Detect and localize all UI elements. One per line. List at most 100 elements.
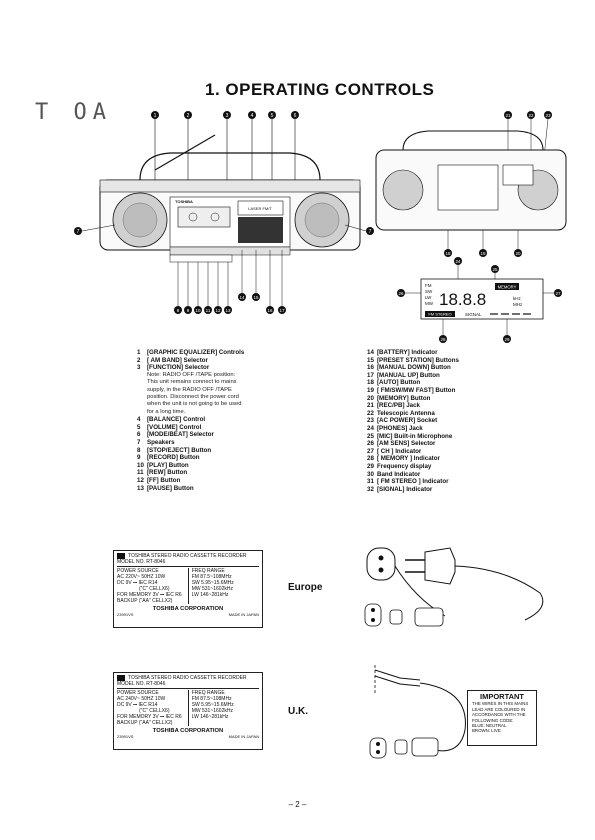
legend-number: 5 bbox=[137, 423, 141, 431]
legend-item: 28[ MEMORY ] Indicator bbox=[367, 455, 567, 463]
callout-number: 8 bbox=[177, 308, 180, 313]
legend-label: [MIC] Built-in Microphone bbox=[377, 432, 453, 440]
plate-ac: AC 220V~ 50HZ 10W bbox=[117, 574, 166, 580]
legend-number: 30 bbox=[367, 470, 374, 478]
legend-item: 5 [VOLUME] Control bbox=[137, 424, 352, 432]
legend-item: 19[ FM/SW/MW FAST] Button bbox=[367, 387, 567, 395]
important-line: BROWN: LIVE bbox=[472, 728, 501, 734]
legend-item: 27[ CH ] Indicator bbox=[367, 448, 567, 456]
legend-label: [ MEMORY ] Indicator bbox=[377, 455, 440, 463]
legend-label: [MODE/BEAT] Selector bbox=[147, 431, 214, 439]
plate-sw: SW 5.95~15.6MHz bbox=[191, 580, 234, 586]
plate-dc: DC 9V ⎓ IEC R14 bbox=[117, 702, 158, 708]
callout-number: SW bbox=[425, 289, 433, 294]
plate-dc2: ("C" CELLX6) bbox=[139, 708, 170, 714]
legend-item: 2[ AM BAND] Selector bbox=[137, 357, 352, 365]
legend-number: 9 bbox=[137, 454, 141, 462]
legend-number: 8 bbox=[137, 446, 141, 454]
plate-memory: FOR MEMORY 3V ⎓ IEC R6 bbox=[117, 714, 182, 720]
callout-number: FM bbox=[425, 283, 432, 288]
legend-item: 26[AM SENS] Selector bbox=[367, 440, 567, 448]
legend-label: [PLAY] Button bbox=[147, 461, 189, 469]
legend-item: 13[PAUSE] Button bbox=[137, 485, 352, 493]
callout-number: 12 bbox=[215, 308, 221, 313]
callout-number: 7 bbox=[369, 229, 372, 235]
callout-number: 6 bbox=[294, 113, 297, 119]
callout-number: 17 bbox=[279, 308, 285, 313]
callout-number: 22 bbox=[528, 113, 534, 118]
callout-number: 1 bbox=[154, 113, 157, 119]
plate-model: MODEL NO. RT-8046 bbox=[117, 681, 166, 687]
lcd-display-diagram: 24 25 26 27 28 29 FM SW LW MW 18.8.8 MEM… bbox=[397, 257, 562, 343]
legend-label: [AUTO] Button bbox=[377, 379, 421, 387]
legend-number: 28 bbox=[367, 455, 374, 463]
plate-made: MADE IN JAPAN bbox=[228, 734, 259, 739]
legend-number: 11 bbox=[137, 469, 144, 477]
legend-label: [STOP/EJECT] Button bbox=[147, 446, 212, 454]
callout-number: 11 bbox=[206, 308, 211, 313]
plate-backup: BACKUP ("AA" CELLX2) bbox=[117, 720, 173, 726]
back-view-diagram: 21 22 23 18 19 20 bbox=[375, 111, 567, 257]
callout-number: 9 bbox=[187, 308, 190, 313]
important-line: BLUE: NEUTRAL bbox=[472, 723, 507, 729]
legend-item: 24[PHONES] Jack bbox=[367, 425, 567, 433]
europe-plug-diagram bbox=[364, 547, 544, 627]
legend-item: 17[MANUAL UP] Button bbox=[367, 372, 567, 380]
plate-maker: TOSHIBA CORPORATION bbox=[152, 606, 224, 612]
legend-number: 25 bbox=[367, 432, 374, 440]
legend-item: 25[MIC] Built-in Microphone bbox=[367, 433, 567, 441]
legend-label: [GRAPHIC EQUALIZER] Controls bbox=[147, 349, 245, 356]
plate-freq-range: FREQ RANGE bbox=[191, 568, 225, 574]
plate-dc: DC 9V ⎓ IEC R14 bbox=[117, 580, 158, 586]
legend-label: [PHONES] Jack bbox=[377, 424, 423, 432]
legend-item: 3[FUNCTION] Selector bbox=[137, 364, 352, 372]
callout-number: 14 bbox=[239, 295, 245, 300]
handwritten-stamp: T OA bbox=[35, 100, 112, 125]
legend-label: [MANUAL DOWN] Button bbox=[377, 364, 451, 372]
plate-power-source: POWER SOURCE bbox=[117, 690, 159, 696]
legend-label: [REC/PB] Jack bbox=[377, 402, 420, 410]
legend-item: 10[PLAY] Button bbox=[137, 462, 352, 470]
legend-number: 3 bbox=[137, 364, 141, 372]
legend-item: 11[REW] Button bbox=[137, 469, 352, 477]
legend-number: 1 bbox=[137, 349, 141, 356]
legend-label: [VOLUME] Control bbox=[147, 423, 202, 431]
legend-number: 6 bbox=[137, 431, 141, 439]
region-label-europe: Europe bbox=[288, 582, 323, 593]
legend-item: 23[AC POWER] Socket bbox=[367, 417, 567, 425]
callout-number: 24 bbox=[455, 259, 461, 264]
callout-number: SIGNAL bbox=[465, 312, 482, 317]
legend-number: 29 bbox=[367, 462, 374, 470]
legend-number: 16 bbox=[367, 364, 374, 372]
legend-number: 20 bbox=[367, 394, 374, 402]
legend-label: [ FM STEREO ] Indicator bbox=[377, 478, 449, 486]
legend-item: 1 [GRAPHIC EQUALIZER] Controls bbox=[137, 349, 352, 357]
legend-number: 23 bbox=[367, 417, 374, 425]
legend-label: Frequency display bbox=[377, 462, 432, 470]
legend-label: [ AM BAND] Selector bbox=[147, 356, 208, 364]
plate-maker: TOSHIBA CORPORATION bbox=[152, 728, 224, 734]
callout-number: 18 bbox=[445, 251, 451, 256]
legend-number: 12 bbox=[137, 476, 144, 484]
callout-number: kHz bbox=[513, 296, 521, 301]
legend-item: 12[FF] Button bbox=[137, 477, 352, 485]
callout-number: 15 bbox=[253, 295, 259, 300]
legend-label: [BALANCE] Control bbox=[147, 416, 206, 424]
logo-icon bbox=[117, 675, 125, 681]
plate-header: TOSHIBA STEREO RADIO CASSETTE RECORDER bbox=[128, 553, 247, 559]
page-title: 1. OPERATING CONTROLS bbox=[205, 80, 435, 99]
plate-dc2: ("C" CELLX6) bbox=[139, 586, 170, 592]
rating-plate-uk: TOSHIBA STEREO RADIO CASSETTE RECORDER M… bbox=[113, 672, 263, 750]
callout-number: 10 bbox=[195, 308, 201, 313]
legend-label: [BATTERY] Indicator bbox=[377, 349, 438, 356]
callout-number: 13 bbox=[225, 308, 231, 313]
plate-memory: FOR MEMORY 3V ⎓ IEC R6 bbox=[117, 592, 182, 598]
callout-number: MW bbox=[425, 301, 434, 306]
legend-note-line: supply, in the RADIO OFF /TAPE bbox=[147, 386, 232, 393]
legend-label: Band Indicator bbox=[377, 470, 421, 478]
legend-label: [RECORD] Button bbox=[147, 454, 200, 462]
